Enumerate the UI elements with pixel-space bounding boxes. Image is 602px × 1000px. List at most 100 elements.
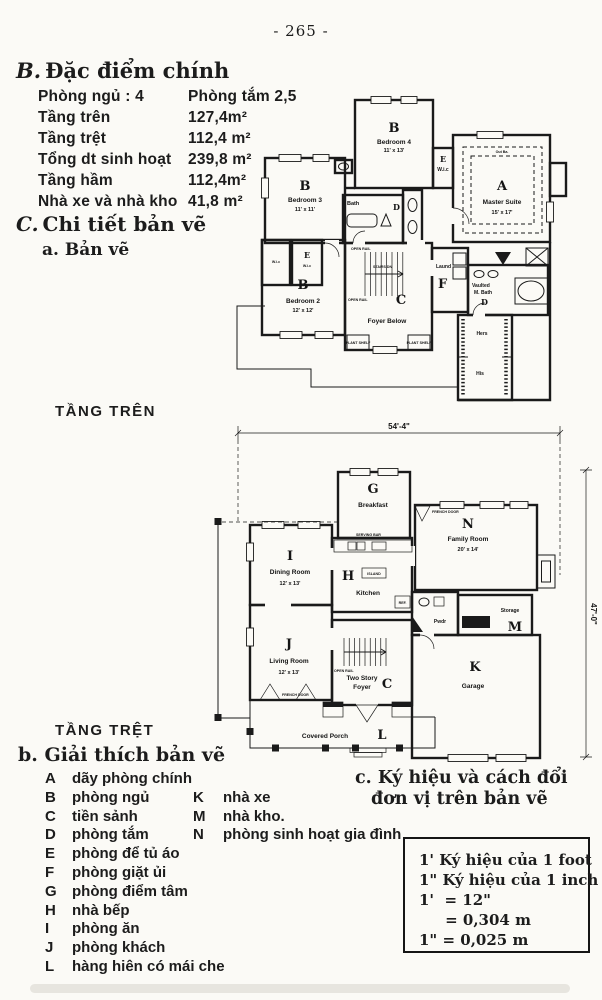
room-name: Dining Room: [270, 569, 311, 576]
room-letter: I: [287, 549, 293, 564]
room-letter: A: [496, 179, 508, 194]
conversion-line: = 0,304 m: [419, 911, 531, 929]
spec-value: Phòng tắm 2,5: [188, 88, 297, 105]
spec-label: Nhà xe và nhà kho: [38, 193, 178, 210]
legend-key: B: [45, 788, 56, 806]
section-b-title: Đặc điểm chính: [45, 58, 230, 83]
room-name: Laund: [436, 264, 451, 270]
room-name: Two Story: [347, 675, 378, 682]
spec-value: 239,8 m²: [188, 151, 252, 168]
spec-row: Tầng hầm 112,4m²: [38, 172, 338, 193]
closet-label: Hers: [476, 331, 487, 337]
legend-key: N: [193, 826, 204, 844]
upper-floor-label: TẦNG TRÊN: [55, 403, 156, 420]
note: FRENCH DOOR: [432, 510, 459, 514]
legend-key: F: [45, 863, 55, 881]
legend-key: K: [193, 788, 204, 806]
legend-text: phòng để tủ áo: [72, 845, 180, 863]
note: ISLAND: [367, 572, 381, 576]
conversion-line: 1" Ký hiệu của 1 inch: [419, 871, 599, 889]
dimension-height: 47'-0": [589, 603, 598, 625]
page-number: - 265 -: [273, 22, 329, 40]
section-c-heading: C.Chi tiết bản vẽ: [16, 212, 206, 236]
legend-text: nhà bếp: [72, 901, 130, 919]
section-c2-line2: đơn vị trên bản vẽ: [371, 789, 548, 809]
spec-row: Nhà xe và nhà kho 41,8 m²: [38, 193, 338, 214]
room-name: Kitchen: [356, 590, 380, 597]
upper-floor-plan: B Bedroom 4 11' x 13' E W.i.c Out Ba. A …: [236, 96, 568, 402]
legend-text: phòng điểm tâm: [72, 882, 188, 900]
legend-heading: b. Giải thích bản vẽ: [18, 744, 226, 766]
note: PLANT SHELF: [346, 341, 372, 345]
room-letter: B: [298, 278, 309, 293]
room-name: Breakfast: [358, 502, 388, 509]
spec-row: Phòng ngủ : 4 Phòng tắm 2,5: [38, 88, 338, 109]
room-name: M. Bath: [474, 290, 492, 296]
room-letter: G: [367, 482, 378, 497]
legend-text: phòng tắm: [72, 826, 149, 844]
spec-value: 127,4m²: [188, 109, 248, 126]
room-letter: F: [438, 277, 448, 292]
legend-key: J: [45, 939, 54, 957]
room-letter: L: [377, 728, 386, 743]
conversion-line: 1' Ký hiệu của 1 foot: [419, 851, 592, 869]
spec-label: Phòng ngủ : 4: [38, 88, 144, 105]
room-name: Bath: [347, 201, 360, 207]
lower-plan-walls: [248, 470, 556, 760]
section-c2-heading: c. Ký hiệu và cách đổi đơn vị trên bản v…: [355, 768, 567, 810]
spec-value: 41,8 m²: [188, 193, 243, 210]
room-letter: K: [469, 660, 481, 675]
conversion-box: 1' Ký hiệu của 1 foot 1" Ký hiệu của 1 i…: [403, 837, 599, 953]
lower-plan-porch: [214, 518, 436, 758]
spec-value: 112,4m²: [188, 172, 247, 189]
legend-key: G: [45, 882, 57, 900]
legend-text: phòng ngủ: [72, 788, 150, 806]
room-name: Family Room: [448, 536, 489, 543]
room-name: Bedroom 3: [288, 197, 322, 204]
upper-plan-fixtures: [338, 162, 549, 395]
room-dims: 11' x 11': [295, 207, 316, 213]
closet-label: His: [476, 371, 484, 377]
legend-text: dãy phòng chính: [72, 770, 192, 787]
room-letter: D: [393, 202, 400, 212]
room-dims: 12' x 13': [280, 581, 302, 587]
section-c-sub: a. Bản vẽ: [42, 240, 130, 260]
room-name: Living Room: [269, 658, 309, 665]
room-name: W.i.c: [437, 167, 449, 173]
legend-key: D: [45, 826, 56, 844]
room-dims: 20' x 14': [458, 547, 480, 553]
room-letter: N: [462, 517, 474, 532]
legend-key: I: [45, 920, 50, 938]
lower-plan-dimensions: 54'-4" 47'-0": [234, 422, 598, 761]
room-letter: M: [508, 620, 522, 635]
upper-plan-dashed-ceiling: [462, 146, 543, 234]
room-dims: 15' x 17': [492, 210, 514, 216]
lower-floor-plan: 54'-4" 47'-0": [214, 422, 598, 762]
room-name: Vaulted: [472, 283, 490, 289]
legend-key: L: [45, 957, 55, 975]
room-name: Garage: [462, 683, 485, 690]
section-c-title: Chi tiết bản vẽ: [42, 212, 207, 236]
room-name: W.i.c: [272, 260, 280, 264]
note: OPEN RAIL: [334, 669, 354, 673]
lower-floor-label: TẦNG TRỆT: [55, 722, 155, 739]
conversion-line: 1' = 12": [419, 891, 491, 909]
section-b-heading: B.Đặc điểm chính: [16, 58, 229, 83]
room-letter: B: [389, 121, 400, 136]
legend-text: phòng sinh hoạt gia đình: [223, 826, 402, 844]
spec-label: Tầng hầm: [38, 172, 113, 189]
room-letter: E: [304, 250, 310, 260]
room-letter: H: [342, 569, 354, 584]
spec-label: Tầng trệt: [38, 130, 107, 147]
section-b-marker: B.: [16, 58, 42, 83]
room-name: Master Suite: [483, 199, 522, 206]
room-name: Pwdr: [434, 619, 446, 625]
